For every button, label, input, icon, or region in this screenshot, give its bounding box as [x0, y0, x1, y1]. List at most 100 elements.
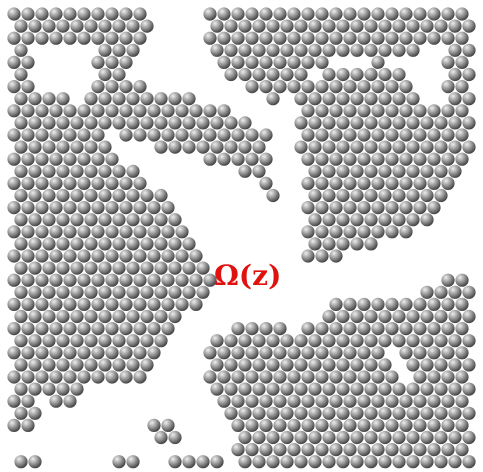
sphere-particle: [77, 201, 90, 214]
sphere-particle: [455, 56, 468, 69]
sphere-particle: [336, 92, 349, 105]
sphere-particle: [154, 92, 167, 105]
sphere-particle: [280, 407, 293, 420]
sphere-particle: [294, 92, 307, 105]
sphere-particle: [70, 20, 83, 33]
sphere-particle: [280, 455, 293, 468]
sphere-particle: [301, 153, 314, 166]
sphere-particle: [224, 141, 237, 154]
sphere-particle: [259, 395, 272, 408]
sphere-particle: [147, 225, 160, 238]
sphere-particle: [196, 455, 209, 468]
sphere-particle: [406, 116, 419, 129]
sphere-particle: [126, 213, 139, 226]
sphere-particle: [308, 407, 321, 420]
sphere-particle: [301, 104, 314, 117]
sphere-particle: [210, 455, 223, 468]
sphere-particle: [231, 7, 244, 20]
sphere-particle: [21, 56, 34, 69]
sphere-particle: [399, 395, 412, 408]
sphere-particle: [434, 455, 447, 468]
sphere-particle: [273, 56, 286, 69]
sphere-particle: [98, 262, 111, 275]
sphere-particle: [252, 141, 265, 154]
sphere-particle: [21, 7, 34, 20]
sphere-particle: [350, 237, 363, 250]
sphere-particle: [308, 116, 321, 129]
sphere-particle: [112, 334, 125, 347]
sphere-particle: [392, 431, 405, 444]
sphere-particle: [105, 298, 118, 311]
sphere-particle: [175, 225, 188, 238]
sphere-particle: [77, 322, 90, 335]
sphere-particle: [119, 322, 132, 335]
sphere-particle: [301, 322, 314, 335]
sphere-particle: [343, 346, 356, 359]
sphere-particle: [252, 431, 265, 444]
sphere-particle: [147, 249, 160, 262]
sphere-particle: [42, 334, 55, 347]
sphere-particle: [133, 274, 146, 287]
sphere-particle: [378, 431, 391, 444]
sphere-particle: [245, 419, 258, 432]
sphere-particle: [56, 20, 69, 33]
sphere-particle: [105, 201, 118, 214]
sphere-particle: [63, 346, 76, 359]
sphere-particle: [42, 213, 55, 226]
sphere-particle: [147, 274, 160, 287]
sphere-particle: [427, 419, 440, 432]
sphere-particle: [378, 92, 391, 105]
sphere-particle: [224, 44, 237, 57]
sphere-particle: [427, 128, 440, 141]
sphere-particle: [427, 177, 440, 190]
sphere-particle: [378, 116, 391, 129]
sphere-particle: [434, 383, 447, 396]
sphere-particle: [273, 443, 286, 456]
sphere-particle: [441, 104, 454, 117]
sphere-particle: [77, 32, 90, 45]
sphere-particle: [301, 56, 314, 69]
sphere-particle: [357, 177, 370, 190]
sphere-particle: [182, 262, 195, 275]
sphere-particle: [371, 104, 384, 117]
sphere-particle: [378, 358, 391, 371]
sphere-particle: [252, 68, 265, 81]
sphere-particle: [35, 104, 48, 117]
sphere-particle: [308, 92, 321, 105]
sphere-particle: [28, 286, 41, 299]
sphere-particle: [112, 310, 125, 323]
sphere-particle: [462, 116, 475, 129]
sphere-particle: [28, 455, 41, 468]
sphere-particle: [259, 443, 272, 456]
sphere-particle: [371, 128, 384, 141]
sphere-particle: [210, 334, 223, 347]
sphere-particle: [273, 7, 286, 20]
sphere-particle: [462, 286, 475, 299]
sphere-particle: [280, 431, 293, 444]
sphere-particle: [420, 310, 433, 323]
sphere-particle: [133, 370, 146, 383]
sphere-particle: [35, 249, 48, 262]
sphere-particle: [217, 370, 230, 383]
sphere-particle: [357, 443, 370, 456]
sphere-particle: [112, 262, 125, 275]
sphere-particle: [14, 286, 27, 299]
sphere-particle: [413, 395, 426, 408]
sphere-particle: [455, 419, 468, 432]
sphere-particle: [35, 7, 48, 20]
sphere-particle: [119, 225, 132, 238]
sphere-particle: [448, 286, 461, 299]
sphere-particle: [455, 104, 468, 117]
sphere-particle: [364, 431, 377, 444]
sphere-particle: [35, 128, 48, 141]
sphere-particle: [427, 370, 440, 383]
sphere-particle: [49, 225, 62, 238]
sphere-particle: [301, 7, 314, 20]
sphere-particle: [357, 201, 370, 214]
sphere-particle: [301, 346, 314, 359]
sphere-particle: [203, 346, 216, 359]
sphere-particle: [84, 165, 97, 178]
sphere-particle: [91, 56, 104, 69]
sphere-particle: [266, 189, 279, 202]
sphere-particle: [399, 419, 412, 432]
